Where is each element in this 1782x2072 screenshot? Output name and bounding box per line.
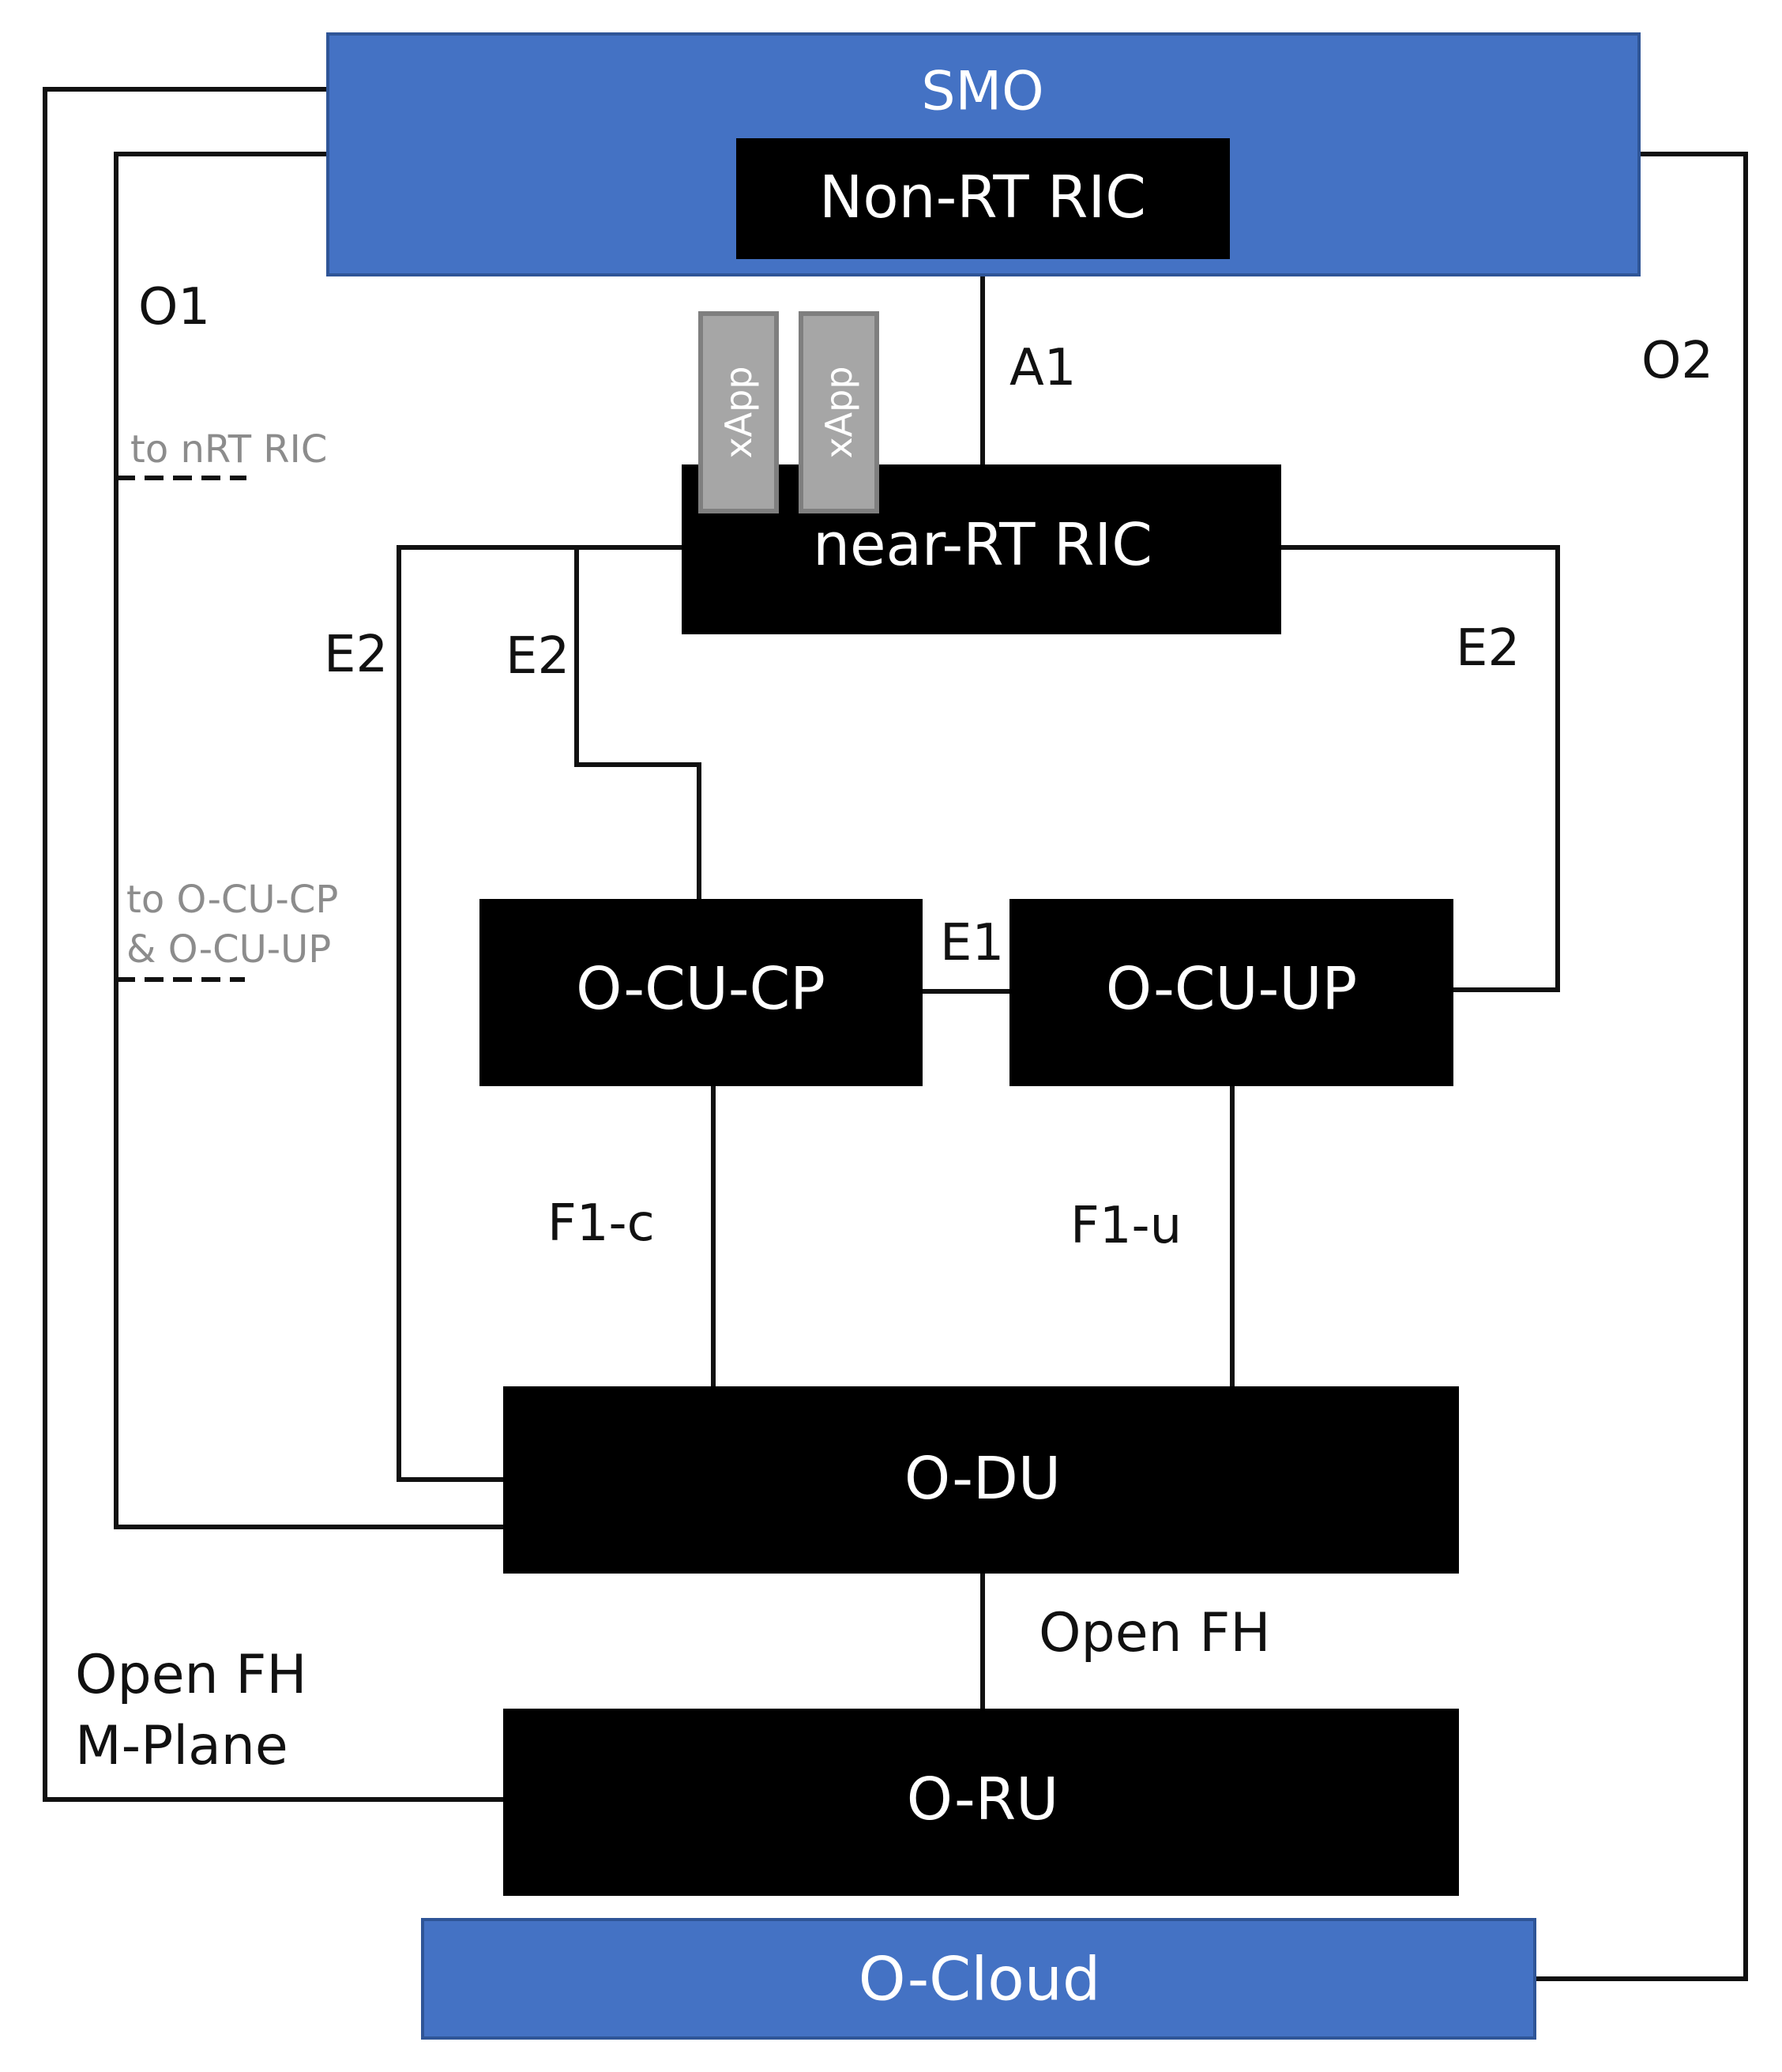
connection-lines — [43, 87, 1748, 1981]
xapp-label-1: xApp — [717, 366, 760, 458]
open-fh-label: Open FH — [1039, 1602, 1270, 1664]
o-du-label: O-DU — [904, 1445, 1061, 1513]
xapp-box-1: xApp — [698, 311, 779, 513]
o-cu-cp-label: O-CU-CP — [576, 955, 825, 1023]
xapp-label-2: xApp — [818, 366, 860, 458]
a1-label: A1 — [1009, 339, 1077, 397]
o1-line — [114, 152, 503, 1529]
smo-label: SMO — [921, 61, 1043, 123]
open-fh-m-plane-label-line1: Open FH — [75, 1644, 306, 1706]
o2-label: O2 — [1641, 332, 1713, 390]
e1-label: E1 — [940, 914, 1004, 972]
to-o-cu-note-line1: to O-CU-CP — [126, 878, 338, 922]
e2-middle-line — [574, 547, 701, 899]
o-cu-cp-box: O-CU-CP — [479, 899, 923, 1086]
to-nrt-ric-note: to nRT RIC — [130, 427, 327, 472]
o1-label: O1 — [138, 278, 210, 337]
f1-c-label: F1-c — [547, 1194, 655, 1253]
near-rt-ric-box: near-RT RIC — [682, 464, 1281, 634]
e2-left-label: E2 — [324, 626, 388, 684]
non-rt-ric-box: Non-RT RIC — [736, 138, 1230, 259]
open-fh-m-plane-line — [43, 87, 503, 1802]
o-cu-up-label: O-CU-UP — [1106, 955, 1357, 1023]
f1-u-label: F1-u — [1070, 1197, 1182, 1255]
o-du-box: O-DU — [503, 1386, 1459, 1574]
o-ru-box: O-RU — [503, 1709, 1459, 1896]
o-ru-label: O-RU — [907, 1766, 1059, 1833]
xapp-box-2: xApp — [799, 311, 879, 513]
to-o-cu-note-line2: & O-CU-UP — [126, 927, 331, 972]
o2-line — [1535, 152, 1748, 1981]
e2-middle-label: E2 — [506, 627, 570, 686]
open-fh-m-plane-label-line2: M-Plane — [75, 1715, 288, 1777]
o-cloud-label: O-Cloud — [859, 1944, 1100, 2014]
o-cloud-box: O-Cloud — [421, 1918, 1536, 2040]
e2-left-line — [397, 545, 682, 1482]
near-rt-ric-label: near-RT RIC — [813, 511, 1152, 579]
o-cu-up-box: O-CU-UP — [1009, 899, 1453, 1086]
non-rt-ric-label: Non-RT RIC — [819, 164, 1146, 231]
e2-right-line — [1281, 545, 1560, 992]
e2-right-label: E2 — [1456, 619, 1520, 678]
